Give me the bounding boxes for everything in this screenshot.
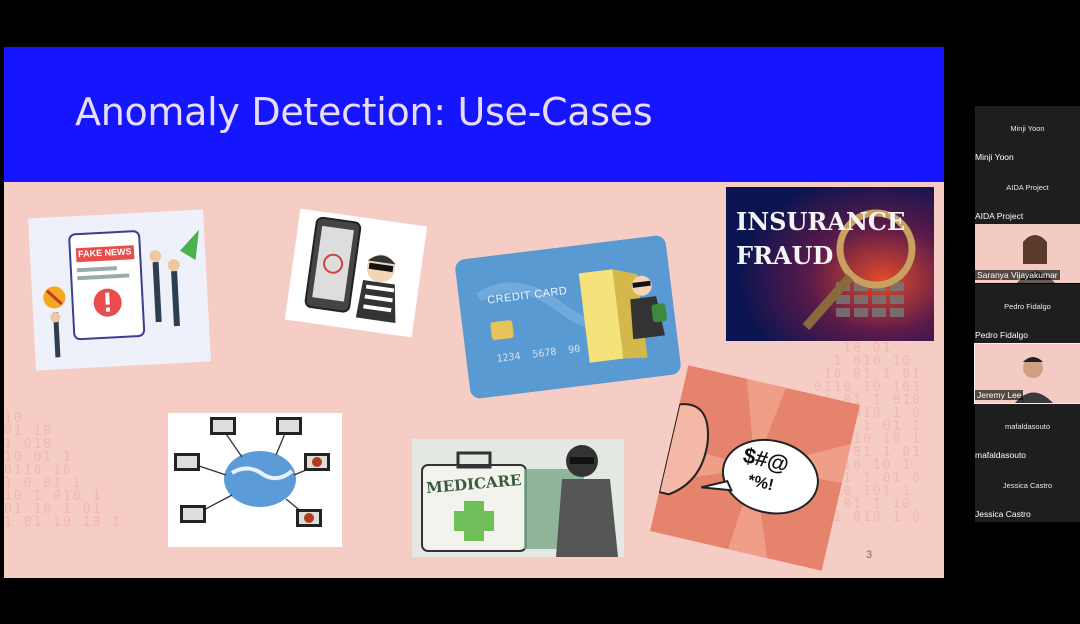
profanity-illustration: $#@ *%! [650, 365, 860, 571]
participant-tile[interactable]: Jessica Castro Jessica Castro [975, 463, 1080, 522]
participant-name: Pedro Fidalgo [975, 330, 1028, 340]
participant-name: Saranya Vijayakumar [975, 270, 1060, 280]
participant-name: Minji Yoon [975, 152, 1014, 162]
participant-tile[interactable]: Pedro Fidalgo Pedro Fidalgo [975, 284, 1080, 343]
participant-tile[interactable]: Minji Yoon Minji Yoon [975, 106, 1080, 165]
participant-video-tile-active-speaker[interactable]: Jeremy Lee [974, 343, 1080, 404]
network-malware-illustration [168, 413, 342, 547]
medicare-fraud-illustration: MEDICARE [412, 439, 624, 557]
participant-video-tile[interactable]: Saranya Vijayakumar [975, 224, 1080, 283]
fake-news-illustration: FAKE NEWS [28, 209, 211, 371]
slide-header: Anomaly Detection: Use-Cases [4, 47, 944, 182]
participant-initials: Jessica Castro [1002, 481, 1053, 490]
participant-initials: AIDA Project [1006, 183, 1049, 192]
participant-name: mafaldasouto [975, 450, 1027, 460]
shared-slide: Anomaly Detection: Use-Cases 10 01 10 1 … [4, 47, 944, 578]
participant-initials: Pedro Fidalgo [1004, 302, 1051, 311]
participant-tile[interactable]: mafaldasouto mafaldasouto [975, 404, 1080, 463]
insurance-label: INSURANCE [736, 207, 906, 236]
slide-page-number: 3 [866, 549, 873, 561]
participant-name: Jeremy Lee [975, 390, 1024, 400]
participant-name: Jessica Castro [975, 509, 1031, 519]
slide-title: Anomaly Detection: Use-Cases [75, 90, 653, 134]
credit-card-illustration: CREDIT CARD 1234 5678 90 [454, 234, 682, 400]
binary-pattern-left: 10 01 10 1 010 10 01 1 0110 10 1 0 01 1 … [4, 411, 122, 530]
participant-initials: mafaldasouto [1004, 422, 1051, 431]
participant-initials: Minji Yoon [1010, 124, 1045, 133]
fraud-label: FRAUD [736, 241, 834, 270]
phone-thief-illustration [284, 208, 428, 338]
participant-tile[interactable]: AIDA Project AIDA Project [975, 165, 1080, 224]
participant-name: AIDA Project [975, 211, 1024, 221]
insurance-fraud-illustration: INSURANCE FRAUD [726, 187, 934, 341]
